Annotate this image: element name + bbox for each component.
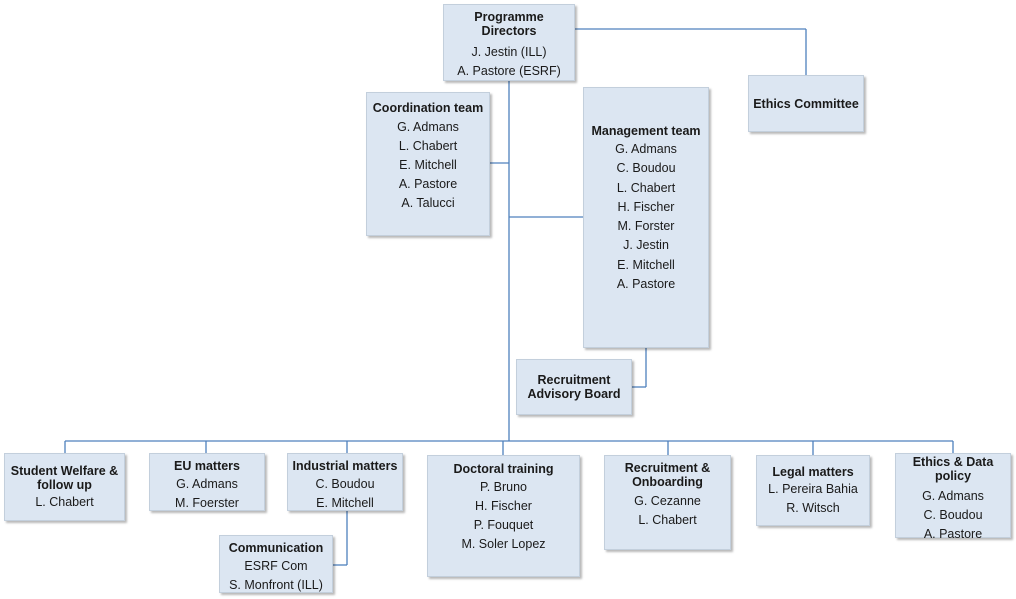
- member: E. Mitchell: [617, 257, 675, 272]
- ethics-committee-title: Ethics Committee: [753, 96, 859, 111]
- member: G. Admans: [615, 142, 677, 156]
- eu-matters-box: EU matters G. Admans M. Foerster: [149, 453, 265, 511]
- programme-directors-box: Programme Directors J. Jestin (ILL) A. P…: [443, 4, 575, 81]
- member: A. Pastore (ESRF): [457, 64, 561, 78]
- member: M. Foerster: [175, 496, 239, 510]
- management-team-box: Management team G. Admans C. Boudou L. C…: [583, 87, 709, 348]
- member: L. Chabert: [35, 495, 94, 509]
- ethics-committee-box: Ethics Committee: [748, 75, 864, 132]
- member: C. Boudou: [923, 508, 983, 522]
- eu-matters-title: EU matters: [174, 459, 240, 473]
- ethics-data-policy-title: Ethics & Data policy: [912, 455, 994, 483]
- coordination-team-title: Coordination team: [372, 101, 484, 115]
- programme-directors-title: Programme Directors: [474, 10, 544, 38]
- member: A. Pastore: [398, 177, 458, 191]
- member: L. Chabert: [398, 139, 458, 153]
- member: E. Mitchell: [399, 158, 457, 172]
- member: C. Boudou: [616, 161, 676, 176]
- member: P. Fouquet: [473, 518, 534, 532]
- doctoral-training-title: Doctoral training: [453, 462, 554, 476]
- member: P. Bruno: [479, 480, 528, 494]
- recruitment-onboarding-box: Recruitment & Onboarding G. Cezanne L. C…: [604, 455, 731, 550]
- communication-box: Communication ESRF Com S. Monfront (ILL): [219, 535, 333, 593]
- member: M. Forster: [617, 219, 675, 234]
- doctoral-training-box: Doctoral training P. Bruno H. Fischer P.…: [427, 455, 580, 577]
- member: A. Pastore: [616, 277, 676, 292]
- coordination-team-box: Coordination team G. Admans L. Chabert E…: [366, 92, 490, 236]
- member: G. Admans: [397, 120, 459, 134]
- member: R. Witsch: [786, 501, 840, 515]
- member: A. Pastore: [923, 527, 983, 541]
- member: ESRF Com: [244, 559, 308, 573]
- industrial-matters-title: Industrial matters: [292, 459, 398, 473]
- member: L. Chabert: [638, 513, 697, 527]
- legal-matters-title: Legal matters: [772, 465, 854, 479]
- member: H. Fischer: [617, 199, 675, 214]
- student-welfare-title: Student Welfare & follow up: [10, 464, 119, 492]
- member: G. Admans: [922, 489, 984, 503]
- recruitment-advisory-board-title: Recruitment Advisory Board: [527, 373, 621, 401]
- industrial-matters-box: Industrial matters C. Boudou E. Mitchell: [287, 453, 403, 511]
- member: L. Chabert: [616, 180, 676, 195]
- member: C. Boudou: [315, 477, 375, 491]
- ethics-data-policy-box: Ethics & Data policy G. Admans C. Boudou…: [895, 453, 1011, 541]
- member: J. Jestin: [623, 238, 669, 253]
- recruitment-onboarding-title: Recruitment & Onboarding: [624, 461, 711, 489]
- member: J. Jestin (ILL): [471, 45, 547, 59]
- member: G. Cezanne: [634, 494, 701, 508]
- legal-matters-box: Legal matters L. Pereira Bahia R. Witsch: [756, 455, 870, 526]
- recruitment-advisory-board-box: Recruitment Advisory Board: [516, 359, 632, 415]
- member: G. Admans: [176, 477, 238, 491]
- member: S. Monfront (ILL): [229, 578, 323, 592]
- management-team-title: Management team: [591, 124, 701, 138]
- member: E. Mitchell: [316, 496, 374, 510]
- communication-title: Communication: [228, 541, 324, 555]
- member: L. Pereira Bahia: [768, 482, 858, 496]
- member: A. Talucci: [401, 196, 455, 210]
- member: H. Fischer: [475, 499, 532, 513]
- member: M. Soler Lopez: [461, 537, 546, 551]
- student-welfare-box: Student Welfare & follow up L. Chabert: [4, 453, 125, 521]
